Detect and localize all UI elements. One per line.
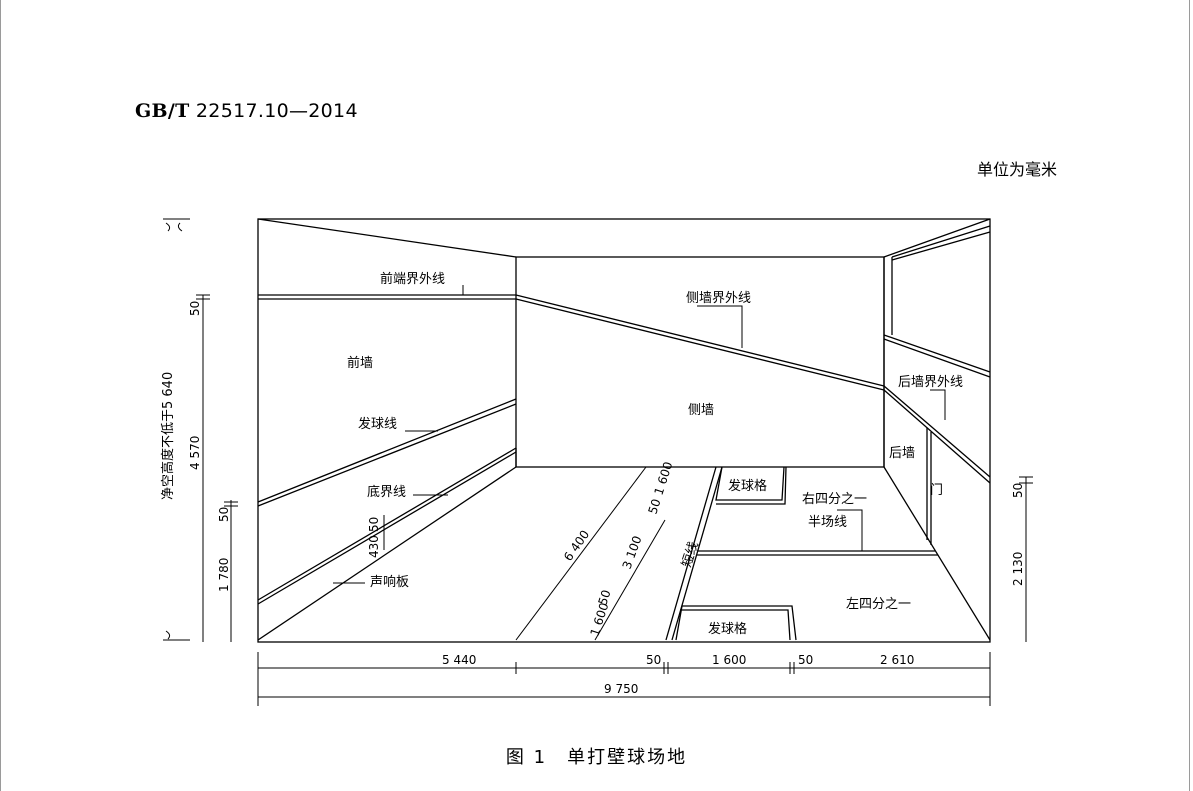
dim-bottom-9750: 9 750 bbox=[604, 682, 638, 696]
dim-3100-line bbox=[594, 519, 666, 641]
break-mark-bottom bbox=[163, 630, 190, 641]
corner-top-left bbox=[257, 218, 517, 258]
dim-50-mid: 50 bbox=[217, 507, 231, 522]
standard-number: 22517.10—2014 bbox=[195, 100, 358, 122]
label-short-line: 短线 bbox=[680, 540, 702, 569]
service-box-bottom-inner bbox=[680, 609, 791, 641]
tin-line-b bbox=[257, 451, 517, 605]
tin-line-a bbox=[257, 447, 517, 601]
service-line-a bbox=[257, 398, 517, 503]
label-clear-height: 净空高度不低于5 640 bbox=[160, 372, 176, 500]
front-wall-outline bbox=[515, 256, 885, 468]
back-wall-line-b bbox=[883, 338, 991, 378]
label-side-wall: 侧墙 bbox=[688, 403, 714, 418]
leader-side-out bbox=[697, 305, 743, 348]
short-line-a bbox=[665, 466, 717, 641]
back-out-line-b bbox=[883, 389, 991, 484]
service-box-top bbox=[715, 466, 785, 501]
label-front-wall: 前墙 bbox=[347, 355, 373, 371]
dim-bottom-5440: 5 440 bbox=[442, 653, 476, 667]
dim-bottom-50-l: 50 bbox=[646, 653, 661, 667]
dim-bottom-50-r: 50 bbox=[798, 653, 813, 667]
dim-430: 430 bbox=[367, 535, 381, 558]
service-box-bottom bbox=[675, 605, 797, 641]
side-out-line-a bbox=[515, 294, 885, 387]
dim-1780: 1 780 bbox=[217, 558, 231, 592]
dim-4570: 4 570 bbox=[188, 436, 202, 470]
label-half-court: 半场线 bbox=[808, 515, 847, 530]
back-out-line-a bbox=[883, 385, 991, 478]
dim-50-b: 50 bbox=[596, 588, 614, 607]
label-front-out-line: 前端界外线 bbox=[380, 271, 445, 287]
figure-caption: 图 1 单打壁球场地 bbox=[505, 747, 688, 768]
label-bottom-line: 底界线 bbox=[367, 484, 406, 500]
label-side-out-line: 侧墙界外线 bbox=[686, 291, 751, 306]
label-service-box-bottom: 发球格 bbox=[708, 621, 747, 637]
dim-bottom-1600: 1 600 bbox=[712, 653, 746, 667]
service-box-top-inner bbox=[716, 466, 787, 505]
leader-back-out bbox=[930, 389, 946, 420]
standard-header: GB/T 22517.10—2014 bbox=[135, 100, 358, 122]
back-wall-line-a bbox=[883, 334, 991, 373]
corner-top-right bbox=[883, 218, 991, 258]
label-tin: 声响板 bbox=[370, 574, 409, 590]
dim-6400-line bbox=[515, 466, 647, 641]
outer-frame bbox=[257, 218, 991, 643]
break-mark-top bbox=[163, 218, 190, 232]
dim-2130: 2 130 bbox=[1011, 552, 1025, 586]
tin-line-c bbox=[257, 466, 517, 641]
standard-code: GB/T bbox=[135, 100, 190, 122]
dim-50-a: 50 bbox=[646, 497, 664, 516]
label-door: 门 bbox=[930, 483, 943, 498]
label-right-quarter: 右四分之一 bbox=[802, 492, 867, 507]
back-wall-top-b bbox=[891, 231, 991, 261]
service-line-b bbox=[257, 403, 517, 507]
dim-3100: 3 100 bbox=[620, 534, 645, 571]
dim-50-top: 50 bbox=[188, 301, 202, 316]
label-service-box-top: 发球格 bbox=[728, 478, 767, 494]
dim-50-tin: 50 bbox=[367, 517, 381, 532]
leader-half bbox=[837, 509, 863, 551]
label-service-line: 发球线 bbox=[358, 416, 397, 432]
dim-bottom-2610: 2 610 bbox=[880, 653, 914, 667]
short-line-b bbox=[671, 466, 723, 641]
back-wall-top-a bbox=[891, 225, 991, 258]
label-left-quarter: 左四分之一 bbox=[846, 597, 911, 612]
corner-bottom-right bbox=[883, 466, 991, 641]
dim-50-right: 50 bbox=[1011, 483, 1025, 498]
side-out-line-b bbox=[515, 298, 885, 391]
label-back-wall: 后墙 bbox=[889, 446, 915, 461]
unit-note: 单位为毫米 bbox=[976, 160, 1057, 179]
dim-1600-a: 1 600 bbox=[652, 460, 676, 497]
label-back-out-line: 后墙界外线 bbox=[898, 375, 963, 390]
